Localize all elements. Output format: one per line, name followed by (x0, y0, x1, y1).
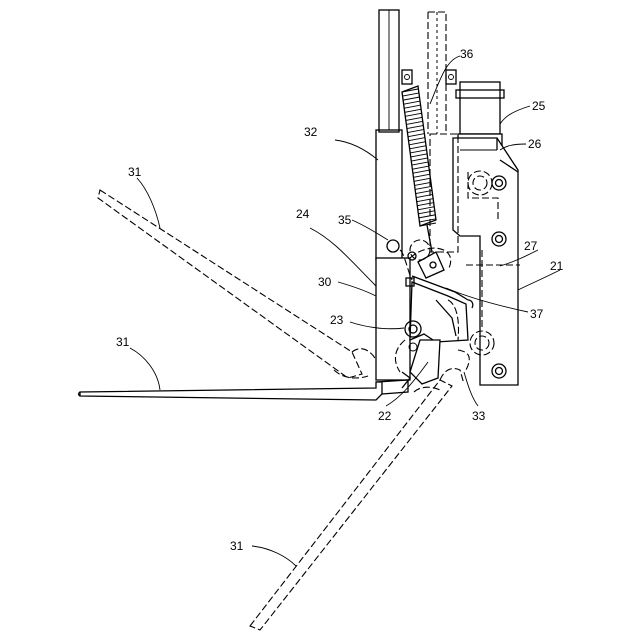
spring-coil (413, 170, 429, 173)
label-37: 37 (530, 307, 544, 321)
spring-coil (403, 93, 419, 96)
spring-coil (414, 178, 430, 181)
mast-32 (376, 10, 410, 380)
label-31-left: 31 (116, 335, 130, 349)
spring-coil (407, 130, 423, 133)
spring-coil (417, 203, 433, 206)
spring-coil (407, 126, 423, 129)
spring-coil (404, 105, 420, 108)
spring-coil (405, 113, 421, 116)
spring-coil (406, 117, 422, 120)
spring-coil (415, 186, 431, 189)
spring-coil (408, 134, 424, 137)
spring-coil (413, 174, 429, 177)
spring-coil (403, 97, 419, 100)
label-35: 35 (338, 213, 352, 227)
label-31-bottom: 31 (230, 539, 244, 553)
label-26: 26 (528, 137, 542, 151)
fork-31-lower-dashed (250, 368, 464, 630)
spring-coil (410, 146, 426, 149)
spring-coil (412, 166, 428, 169)
spring-36 (402, 70, 456, 252)
label-27: 27 (524, 239, 538, 253)
spring-coil (416, 195, 432, 198)
label-22: 22 (378, 409, 392, 423)
label-24: 24 (296, 207, 310, 221)
fork-31-upper-dashed (98, 190, 376, 378)
label-30: 30 (318, 275, 332, 289)
spring-coil (411, 154, 427, 157)
label-21: 21 (550, 259, 564, 273)
spring-coil (411, 158, 427, 161)
spring-coil (405, 109, 421, 112)
spring-coil (404, 101, 420, 104)
spring-coil (416, 191, 432, 194)
spring-coil (412, 162, 428, 165)
label-36: 36 (460, 47, 474, 61)
label-33: 33 (472, 409, 486, 423)
spring-coil (409, 142, 425, 145)
label-25: 25 (532, 99, 546, 113)
spring-coil (419, 215, 435, 218)
spring-coil (418, 207, 434, 210)
label-32: 32 (304, 125, 318, 139)
label-31-top: 31 (128, 165, 142, 179)
label-23: 23 (330, 313, 344, 327)
spring-coil (418, 211, 434, 214)
spring-coil (406, 121, 422, 124)
spring-coil (415, 182, 431, 185)
fork-31-horizontal (79, 380, 409, 400)
spring-coil (409, 138, 425, 141)
spring-coil (410, 150, 426, 153)
